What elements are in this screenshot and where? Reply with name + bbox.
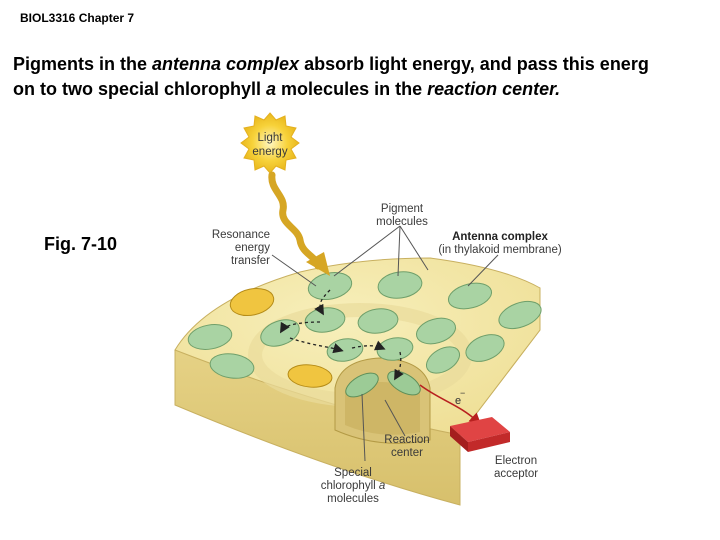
slide-title: Pigments in the antenna complex absorb l…: [13, 52, 720, 102]
resonance-label-3: transfer: [231, 255, 270, 267]
reaction-center-label-2: center: [391, 447, 423, 459]
special-chlorophyll-a: [345, 372, 379, 398]
title-line-1: Pigments in the antenna complex absorb l…: [13, 54, 649, 74]
chlorophyll-molecule: [187, 324, 233, 350]
pigment-label-2: molecules: [376, 216, 428, 228]
antenna-complex-label: Antenna complex: [452, 231, 548, 243]
chlorophyll-molecule: [357, 308, 399, 334]
resonance-label-1: Resonance: [212, 229, 270, 241]
chlorophyll-molecule: [376, 337, 414, 361]
chlorophyll-molecule: [498, 300, 542, 330]
special-chlorophyll-label-2: chlorophyll a: [321, 480, 386, 492]
electron-acceptor-box: [450, 417, 510, 452]
carotenoid-molecule: [287, 364, 333, 388]
leader-lines: [271, 225, 499, 462]
course-header: BIOL3316 Chapter 7: [20, 11, 135, 25]
electron-transfer-arrow: [419, 384, 482, 426]
antenna-complex-sublabel: (in thylakoid membrane): [438, 244, 562, 256]
reaction-center-shadow: [345, 382, 420, 435]
chlorophyll-molecule: [447, 282, 493, 310]
resonance-label-2: energy: [235, 242, 270, 254]
light-absorption-arrow: [268, 171, 322, 270]
chlorophyll-molecule: [465, 334, 505, 362]
special-chlorophyll-label-1: Special: [334, 467, 372, 479]
reaction-center-label-1: Reaction: [384, 434, 429, 446]
chlorophyll-molecule: [425, 346, 461, 374]
title-line-2: on to two special chlorophyll a molecule…: [13, 79, 561, 99]
pigment-molecules: [187, 271, 542, 398]
pigment-label-1: Pigment: [381, 203, 424, 215]
electron-symbol: e: [455, 395, 461, 407]
energy-transfer-arrows: [279, 289, 404, 381]
chlorophyll-molecule: [415, 317, 457, 345]
light-energy-label: Light: [258, 132, 284, 144]
carotenoid-molecule: [229, 287, 275, 317]
special-chlorophyll-label-3: molecules: [327, 493, 379, 505]
figure-label: Fig. 7-10: [44, 234, 118, 254]
electron-charge: −: [460, 388, 465, 398]
light-energy-burst: Light energy: [240, 112, 300, 174]
chlorophyll-molecule: [209, 353, 255, 379]
electron-acceptor-label-1: Electron: [495, 455, 537, 467]
light-arrowhead: [306, 252, 330, 276]
light-energy-label-2: energy: [252, 146, 287, 158]
electron-acceptor-label-2: acceptor: [494, 468, 538, 480]
